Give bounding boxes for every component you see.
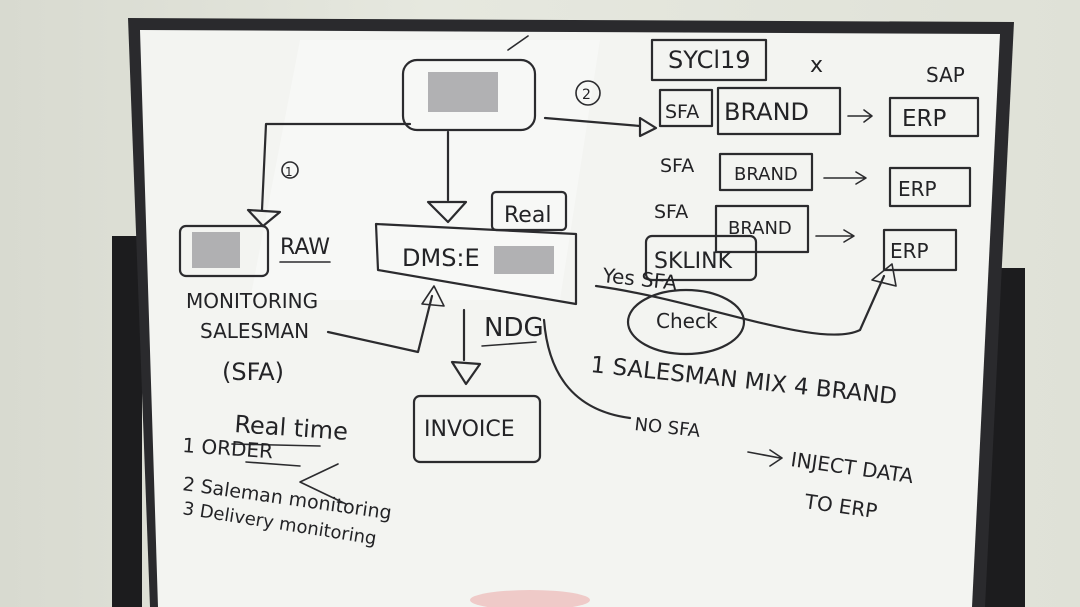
arrow-to-invoice-head <box>450 360 482 386</box>
row1-arrow <box>847 109 873 123</box>
row3-brand-box <box>714 204 810 254</box>
raw-label: RAW <box>280 235 330 260</box>
row3-sfa: SFA <box>654 201 688 223</box>
row2-brand: BRAND <box>734 164 798 185</box>
x-mark: x <box>810 53 823 78</box>
red-reflection <box>470 590 590 607</box>
invoice-label: INVOICE <box>424 417 515 442</box>
step1-label: 1 <box>285 165 293 179</box>
easel-left-post <box>112 236 142 607</box>
sap-label: SAP <box>926 63 965 87</box>
top-source-box <box>401 58 537 132</box>
top-box-tick <box>507 35 529 51</box>
row3-arrow <box>815 229 855 243</box>
yes-sfa-to-erp-head <box>871 263 897 287</box>
salesman-label: SALESMAN <box>200 319 309 343</box>
ndg-label: NDG <box>484 313 544 343</box>
row3-brand: BRAND <box>728 218 792 239</box>
arrow-to-sfa-row1-head <box>638 116 658 138</box>
realtime-underline <box>231 443 321 447</box>
dms-redaction <box>494 246 554 274</box>
whiteboard-surface <box>140 30 1000 607</box>
row2-erp-box <box>888 166 972 208</box>
row2-erp: ERP <box>898 177 937 201</box>
dms-label: DMS:E <box>402 244 480 272</box>
row2-brand-box <box>718 152 814 192</box>
syclia-label: SYCl19 <box>668 46 751 74</box>
row2-sfa: SFA <box>660 155 694 177</box>
monitoring-label: MONITORING <box>186 289 318 313</box>
row1-sfa: SFA <box>665 101 699 123</box>
dms-to-nosfa-arrow <box>542 318 632 420</box>
nosfa-to-inject-arrow <box>747 449 783 467</box>
check-label: Check <box>656 309 718 333</box>
arrow-to-sfa-row1 <box>543 116 642 128</box>
arrow-to-raw-box <box>260 122 412 212</box>
yes-sfa-to-erp-arrow <box>594 274 886 336</box>
order-underline <box>245 461 301 467</box>
board-glare <box>250 40 600 300</box>
arrow-to-dms-head <box>426 200 468 224</box>
row1-erp-box <box>888 96 980 138</box>
row2-arrow <box>823 171 867 185</box>
item2-bracket <box>299 463 347 505</box>
step1-circle <box>281 161 299 179</box>
syclia-box <box>650 38 768 82</box>
real-label: Real <box>504 203 551 228</box>
sklink-label: SKLINK <box>654 249 733 274</box>
invoice-box <box>412 394 542 464</box>
row1-sfa-box <box>658 88 714 128</box>
step2-circle <box>575 80 601 106</box>
raw-box <box>178 224 270 278</box>
arrow-to-raw-head <box>246 208 282 228</box>
row1-erp: ERP <box>902 106 947 132</box>
dms-box <box>374 222 578 306</box>
top-source-redaction <box>428 72 498 112</box>
sfa-paren-label: (SFA) <box>222 358 284 386</box>
raw-box-redaction <box>192 232 240 268</box>
row1-brand-box <box>716 86 842 136</box>
row3-erp: ERP <box>890 239 929 263</box>
salesman-to-dms-head <box>421 285 445 307</box>
salesman-to-dms-arrow <box>326 294 434 354</box>
row3-erp-box <box>882 228 958 272</box>
ndg-underline <box>481 341 537 347</box>
row1-brand: BRAND <box>724 98 809 126</box>
step2-label: 2 <box>582 87 591 103</box>
real-box <box>490 190 568 232</box>
check-ellipse <box>626 288 746 356</box>
sklink-box <box>644 234 758 282</box>
